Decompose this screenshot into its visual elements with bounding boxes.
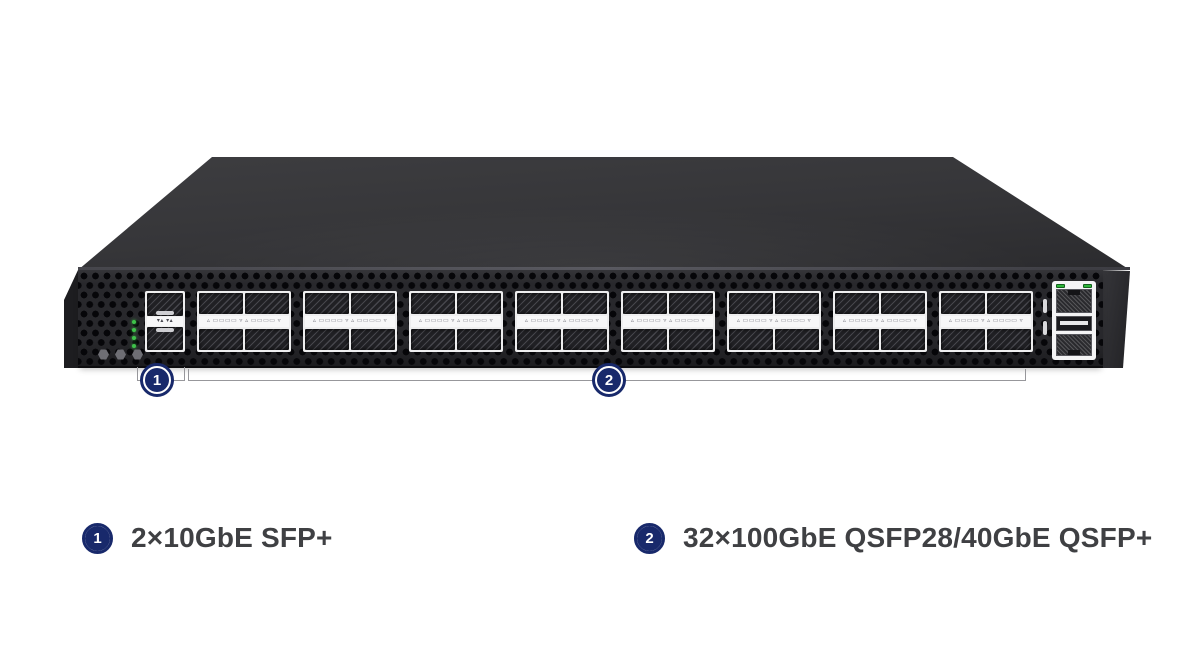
qsfp-port (941, 329, 985, 350)
qsfp-label-strip: ▵ ▭▭▭▭ ▿ ▵ ▭▭▭▭ ▿ (305, 316, 395, 327)
qsfp-port (623, 329, 667, 350)
qsfp-label-strip: ▵ ▭▭▭▭ ▿ ▵ ▭▭▭▭ ▿ (623, 316, 713, 327)
qsfp-label-strip: ▵ ▭▭▭▭ ▿ ▵ ▭▭▭▭ ▿ (411, 316, 501, 327)
vent-dot (132, 349, 143, 360)
mgmt-slot (1043, 299, 1047, 313)
legend-badge-number: 2 (637, 525, 662, 551)
qsfp-label-strip: ▵ ▭▭▭▭ ▿ ▵ ▭▭▭▭ ▿ (729, 316, 819, 327)
mgmt-ethernet-port (1056, 289, 1092, 313)
mgmt-slot (1043, 321, 1047, 335)
qsfp-port-row: ▵ ▭▭▭▭ ▿ ▵ ▭▭▭▭ ▿ ▵ ▭▭▭▭ ▿ ▵ ▭▭▭▭ ▿ ▵ ▭▭▭▭… (197, 291, 1037, 352)
qsfp-port (245, 329, 289, 350)
qsfp-port (457, 329, 501, 350)
qsfp-port-block: ▵ ▭▭▭▭ ▿ ▵ ▭▭▭▭ ▿ (939, 291, 1033, 352)
status-led (132, 328, 136, 332)
qsfp-label-strip: ▵ ▭▭▭▭ ▿ ▵ ▭▭▭▭ ▿ (517, 316, 607, 327)
switch-front-bevel-edge (78, 267, 1130, 270)
qsfp-port (835, 329, 879, 350)
switch-left-side (64, 270, 78, 368)
usb-tongue (1060, 321, 1088, 325)
qsfp-port (835, 293, 879, 314)
usb-port (1056, 316, 1092, 331)
qsfp-port (411, 293, 455, 314)
qsfp-port (881, 293, 925, 314)
legend-item-qsfp: 2 32×100GbE QSFP28/40GbE QSFP+ (634, 519, 1152, 557)
legend-label-sfp: 2×10GbE SFP+ (131, 522, 333, 553)
qsfp-port (199, 329, 243, 350)
sfp-port-2 (147, 327, 183, 350)
mgmt-led (1056, 284, 1065, 288)
legend-label-qsfp: 32×100GbE QSFP28/40GbE QSFP+ (683, 522, 1153, 553)
qsfp-port-block: ▵ ▭▭▭▭ ▿ ▵ ▭▭▭▭ ▿ (833, 291, 927, 352)
qsfp-port (987, 329, 1031, 350)
switch-right-side (1100, 270, 1130, 368)
qsfp-label-strip: ▵ ▭▭▭▭ ▿ ▵ ▭▭▭▭ ▿ (941, 316, 1031, 327)
legend-badge-1: 1 (82, 522, 113, 554)
qsfp-port-block: ▵ ▭▭▭▭ ▿ ▵ ▭▭▭▭ ▿ (197, 291, 291, 352)
switch-front-panel: ▾▴ ▾▴ ▵ ▭▭▭▭ ▿ ▵ ▭▭▭▭ ▿▵ ▭▭▭▭ ▿ ▵ ▭▭▭▭ ▿… (78, 270, 1103, 368)
qsfp-port (563, 293, 607, 314)
sfp-latch (156, 328, 174, 332)
qsfp-port (245, 293, 289, 314)
switch-top-face (78, 157, 1130, 270)
vent-dot (115, 349, 126, 360)
qsfp-port (669, 293, 713, 314)
qsfp-port-block: ▵ ▭▭▭▭ ▿ ▵ ▭▭▭▭ ▿ (515, 291, 609, 352)
callout-marker-number: 2 (597, 368, 621, 392)
callout-marker-1: 1 (140, 363, 174, 397)
qsfp-port (775, 329, 819, 350)
qsfp-port (351, 293, 395, 314)
qsfp-label-strip: ▵ ▭▭▭▭ ▿ ▵ ▭▭▭▭ ▿ (835, 316, 925, 327)
qsfp-port (729, 329, 773, 350)
qsfp-port (987, 293, 1031, 314)
qsfp-port (775, 293, 819, 314)
qsfp-port (457, 293, 501, 314)
qsfp-port (729, 293, 773, 314)
qsfp-port (881, 329, 925, 350)
mgmt-led (1083, 284, 1092, 288)
vent-dot (98, 349, 109, 360)
sfp-label-strip: ▾▴ ▾▴ (147, 317, 183, 326)
sfp-port-cage: ▾▴ ▾▴ (145, 291, 185, 352)
status-led (132, 336, 136, 340)
qsfp-port (305, 293, 349, 314)
qsfp-port (669, 329, 713, 350)
qsfp-port-block: ▵ ▭▭▭▭ ▿ ▵ ▭▭▭▭ ▿ (409, 291, 503, 352)
qsfp-port (305, 329, 349, 350)
qsfp-port-block: ▵ ▭▭▭▭ ▿ ▵ ▭▭▭▭ ▿ (303, 291, 397, 352)
qsfp-label-strip: ▵ ▭▭▭▭ ▿ ▵ ▭▭▭▭ ▿ (199, 316, 289, 327)
status-led (132, 344, 136, 348)
management-panel (1052, 281, 1096, 360)
rj45-clip (1068, 350, 1080, 355)
rj45-clip (1068, 290, 1080, 295)
qsfp-port-block: ▵ ▭▭▭▭ ▿ ▵ ▭▭▭▭ ▿ (621, 291, 715, 352)
callout-marker-number: 1 (145, 368, 169, 392)
panel-vent-dots (98, 349, 143, 360)
qsfp-port (517, 329, 561, 350)
status-leds (132, 320, 136, 348)
qsfp-port (351, 329, 395, 350)
mgmt-port-leds (1056, 284, 1092, 288)
callout-marker-2: 2 (592, 363, 626, 397)
legend-badge-2: 2 (634, 522, 665, 554)
qsfp-port (411, 329, 455, 350)
status-led (132, 320, 136, 324)
qsfp-port (623, 293, 667, 314)
sfp-port-1 (147, 293, 183, 316)
legend-badge-number: 1 (85, 525, 110, 551)
qsfp-port (517, 293, 561, 314)
console-port (1056, 334, 1092, 356)
qsfp-port (941, 293, 985, 314)
legend-item-sfp: 1 2×10GbE SFP+ (82, 519, 333, 557)
qsfp-port-block: ▵ ▭▭▭▭ ▿ ▵ ▭▭▭▭ ▿ (727, 291, 821, 352)
qsfp-port (199, 293, 243, 314)
qsfp-port (563, 329, 607, 350)
mgmt-led-slots (1043, 299, 1047, 335)
sfp-latch (156, 311, 174, 315)
